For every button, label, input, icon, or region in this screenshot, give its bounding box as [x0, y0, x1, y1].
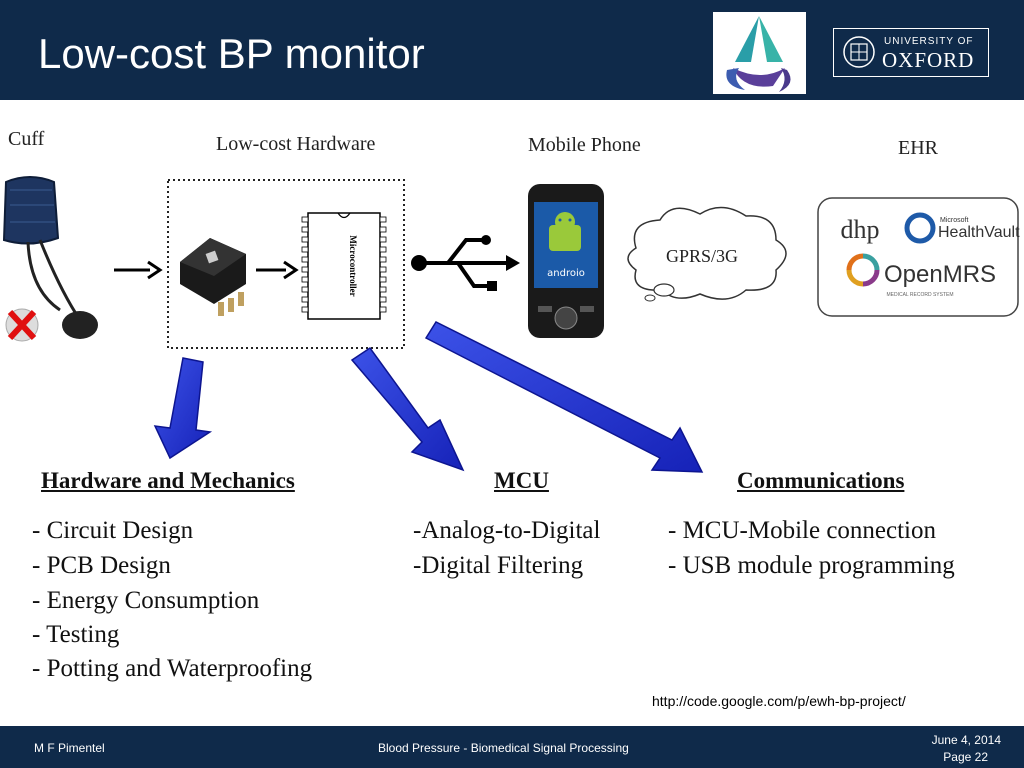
- oxford-label: OXFORD: [882, 48, 975, 72]
- chip-pin: [301, 286, 309, 293]
- blue-arrow-communications: [424, 321, 704, 473]
- blue-arrow-mcu: [350, 346, 465, 472]
- stage-label-hardware: Low-cost Hardware: [216, 133, 376, 155]
- microcontroller-chip: [307, 212, 381, 320]
- hardware-item: - Potting and Waterproofing: [32, 655, 313, 682]
- oxford-logo: UNIVERSITY OF OXFORD: [833, 28, 989, 77]
- pressure-sensor-image: [180, 238, 246, 316]
- chip-pin: [301, 246, 309, 253]
- stage-label-phone: Mobile Phone: [528, 134, 641, 156]
- stage-label-ehr: EHR: [898, 137, 938, 159]
- openmrs-icon: [846, 253, 880, 287]
- usb-icon: [411, 235, 520, 291]
- hardware-item: - Testing: [32, 621, 120, 648]
- mcu-item: -Analog-to-Digital: [413, 517, 601, 544]
- chip-pin: [301, 216, 309, 223]
- arrow-cuff-to-hardware: [114, 260, 163, 280]
- chip-pin: [379, 236, 387, 243]
- dhp-logo: dhp: [841, 215, 880, 244]
- slide-title: Low-cost BP monitor: [38, 30, 425, 77]
- chip-pin: [379, 296, 387, 303]
- footer-author: M F Pimentel: [34, 741, 105, 755]
- blue-arrow-hardware: [153, 357, 213, 460]
- chip-pin: [379, 246, 387, 253]
- project-url[interactable]: http://code.google.com/p/ewh-bp-project/: [652, 693, 906, 709]
- chip-pin: [301, 256, 309, 263]
- heading-hardware-mechanics: Hardware and Mechanics: [41, 468, 295, 493]
- chip-pin: [301, 236, 309, 243]
- hardware-item: - Circuit Design: [32, 517, 194, 544]
- heading-mcu: MCU: [494, 468, 549, 493]
- triangle-logo-graphic: [726, 16, 791, 92]
- footer-page-number: Page 22: [943, 750, 988, 764]
- android-brand: androio: [547, 268, 585, 279]
- healthvault-small: Microsoft: [940, 217, 968, 224]
- mcu-item: -Digital Filtering: [413, 552, 584, 579]
- hardware-item: - Energy Consumption: [32, 587, 260, 614]
- footer-course: Blood Pressure - Biomedical Signal Proce…: [378, 741, 629, 755]
- triangle-logo: [713, 12, 806, 94]
- ehr-box: dhp Microsoft HealthVault OpenMRS MEDICA…: [817, 197, 1020, 317]
- footer-date: June 4, 2014: [931, 733, 1001, 747]
- arrow-sensor-to-mcu: [256, 260, 299, 280]
- comms-item: - USB module programming: [668, 552, 955, 579]
- chip-pin: [301, 276, 309, 283]
- cloud-label: GPRS/3G: [666, 246, 738, 266]
- mobile-phone-image: androio: [528, 184, 604, 338]
- stage-label-cuff: Cuff: [8, 128, 45, 150]
- hardware-item: - PCB Design: [32, 552, 171, 579]
- system-diagram: Microcontroller androio GPRS/3G dhp Micr…: [2, 176, 1020, 473]
- hardware-box: [167, 179, 405, 349]
- chip-pin: [301, 296, 309, 303]
- healthvault-logo: HealthVault: [938, 224, 1020, 241]
- heading-communications: Communications: [737, 468, 905, 493]
- healthvault-icon: [904, 212, 936, 244]
- university-of-label: UNIVERSITY OF: [884, 36, 974, 47]
- chip-pin: [301, 226, 309, 233]
- chip-pin: [379, 216, 387, 223]
- oxford-crest-icon: [843, 36, 875, 68]
- chip-pin: [379, 266, 387, 273]
- chip-pin: [379, 286, 387, 293]
- chip-pin: [379, 276, 387, 283]
- chip-pin: [301, 306, 309, 313]
- openmrs-tag: MEDICAL RECORD SYSTEM: [886, 292, 953, 298]
- chip-label: Microcontroller: [348, 235, 358, 296]
- cuff-image: [2, 176, 98, 342]
- comms-item: - MCU-Mobile connection: [668, 517, 937, 544]
- gprs-cloud: GPRS/3G: [627, 206, 787, 302]
- openmrs-logo: OpenMRS: [884, 261, 996, 288]
- chip-pin: [301, 266, 309, 273]
- title-bar: Low-cost BP monitor UNIVERSITY OF OXFORD: [0, 0, 1024, 100]
- chip-pin: [379, 226, 387, 233]
- chip-pin: [379, 256, 387, 263]
- chip-pin: [379, 306, 387, 313]
- chip-pins: [301, 216, 387, 313]
- footer-bar: M F Pimentel Blood Pressure - Biomedical…: [0, 726, 1024, 768]
